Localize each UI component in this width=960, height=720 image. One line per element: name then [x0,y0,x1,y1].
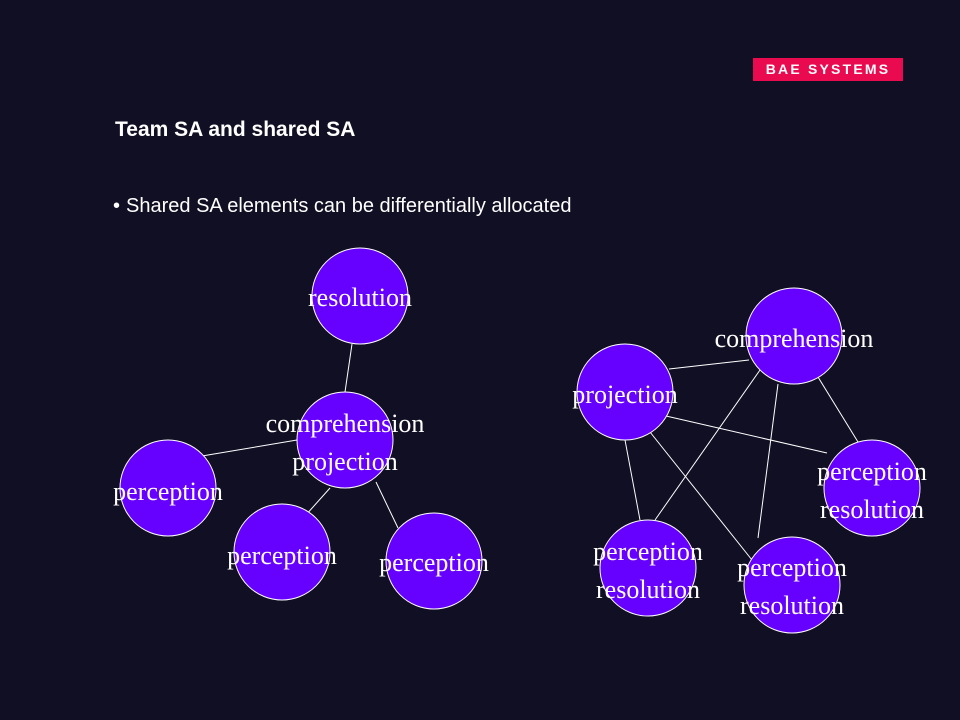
right_diagram-edge [654,369,761,521]
right_diagram-label-bottom_right: perception [737,553,847,582]
bullet-text: Shared SA elements can be differentially… [126,195,572,217]
bullet-dot-icon: • [113,195,121,217]
right_diagram-edge [624,439,641,521]
right_diagram-label-bottom_right: resolution [740,591,844,620]
left_diagram-label-top: resolution [308,283,412,312]
bullet-item: •Shared SA elements can be differentiall… [113,195,571,218]
right_diagram-edge [757,383,779,539]
diagram-edges [201,343,859,561]
right_diagram-node-bottom_left [599,519,697,617]
right_diagram-label-bottom_left: resolution [596,575,700,604]
right_diagram-edge [817,376,859,443]
right_diagram-node-right [823,439,921,537]
right_diagram-label-right: perception [817,457,927,486]
diagram-labels: resolution comprehension projection percept… [113,283,927,620]
left_diagram-label-bottom_right: perception [379,548,489,577]
left_diagram-node-center [296,391,394,489]
right_diagram-label-right: resolution [820,495,924,524]
right_diagram-label-top: comprehension [715,324,874,353]
left_diagram-node-left [119,439,217,537]
left_diagram-node-bottom_left [233,503,331,601]
left_diagram-label-center: comprehension [266,409,425,438]
right_diagram-edge [649,431,753,561]
left_diagram-label-bottom_left: perception [227,541,337,570]
left_diagram-edge [304,487,331,517]
left_diagram-edge [375,481,399,529]
left_diagram-node-bottom_right [385,512,483,610]
right_diagram-edge [665,415,828,454]
diagram-nodes [119,247,921,634]
slide-title: Team SA and shared SA [115,118,356,141]
left_diagram-label-left: perception [113,477,223,506]
right_diagram-edge [668,359,750,370]
left_diagram-label-center: projection [292,447,397,476]
right_diagram-label-bottom_left: perception [593,537,703,566]
right_diagram-node-left [576,343,674,441]
right_diagram-label-left: projection [572,380,677,409]
left_diagram-edge [344,343,353,393]
bae-systems-logo: BAE SYSTEMS [753,58,903,81]
left_diagram-edge [201,439,298,457]
left_diagram-node-top [311,247,409,345]
right_diagram-node-top [745,287,843,385]
right_diagram-node-bottom_right [743,536,841,634]
